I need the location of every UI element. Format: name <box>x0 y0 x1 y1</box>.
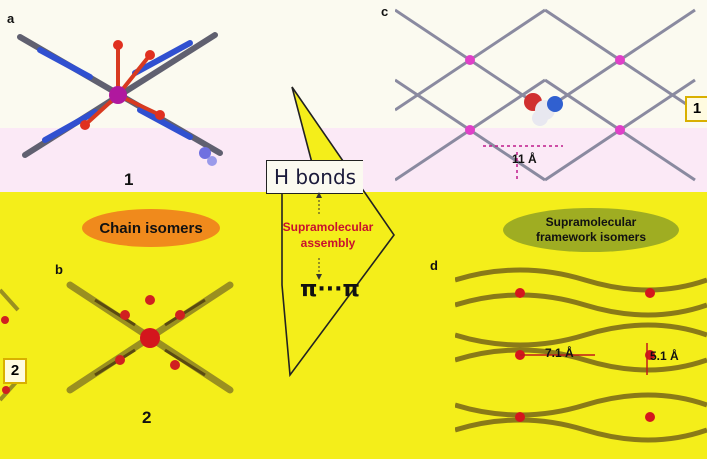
edge-structure-fragment <box>0 288 20 402</box>
compound-2-box-label: 2 <box>3 358 27 384</box>
framework-isomers-pill: Supramolecular framework isomers <box>503 208 679 252</box>
panel-label-c: c <box>381 4 389 19</box>
assembly-dashed-arrows <box>316 192 322 280</box>
compound-2-structure <box>66 281 234 394</box>
panel-label-b: b <box>55 262 63 277</box>
distance-7-1-label: 7.1 Å <box>545 346 574 360</box>
chain-isomers-pill: Chain isomers <box>82 209 220 247</box>
compound-1-framework <box>395 8 696 182</box>
framework-isomers-label-line1: Supramolecular <box>545 215 637 229</box>
assembly-label: Supramolecular assembly <box>280 219 376 251</box>
distance-5-1-label: 5.1 Å <box>650 349 679 363</box>
compound-2-label: 2 <box>142 408 152 427</box>
pi-pi-label: π···π <box>300 277 360 302</box>
compound-1-structure <box>17 32 223 166</box>
assembly-label-line1: Supramolecular <box>282 220 374 234</box>
assembly-label-line2: assembly <box>300 236 356 250</box>
distance-11-label: 11 Å <box>512 152 537 166</box>
compound-1-label: 1 <box>124 170 134 189</box>
compound-1-box-label: 1 <box>685 96 707 122</box>
chain-isomers-label: Chain isomers <box>99 219 203 237</box>
compound-2-framework <box>455 267 707 443</box>
h-bonds-label: H bonds <box>266 160 363 194</box>
framework-isomers-label-line2: framework isomers <box>535 230 647 244</box>
panel-label-d: d <box>430 258 438 273</box>
panel-label-a: a <box>7 11 15 26</box>
